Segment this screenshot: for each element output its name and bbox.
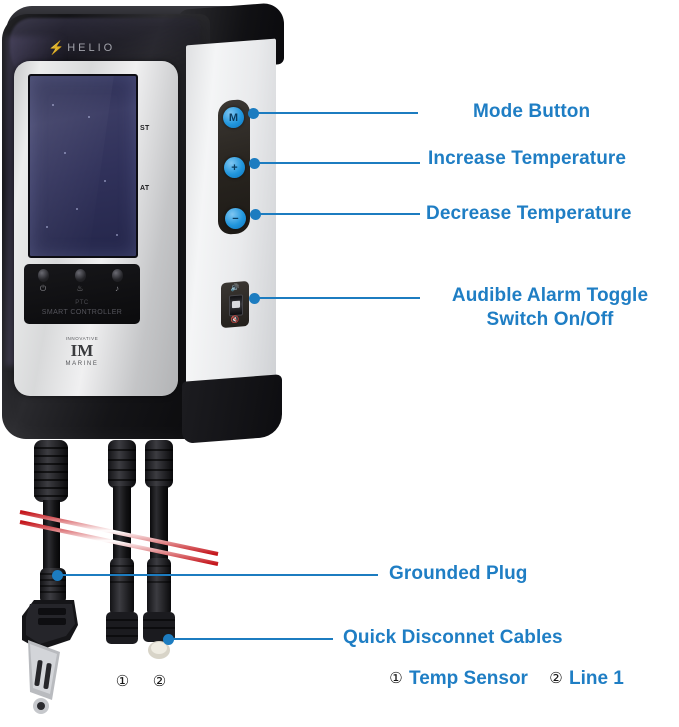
lightning-bolt-icon: ⚡ <box>48 40 65 55</box>
leader-line-increase-temperature <box>259 162 420 164</box>
callout-grounded-plug: Grounded Plug <box>389 563 528 584</box>
leader-dot-decrease-temperature <box>250 209 261 220</box>
alarm-led <box>112 269 123 282</box>
panel-text-line1: PTC <box>75 300 89 306</box>
decrease-temperature-button[interactable]: − <box>225 208 246 229</box>
legend-row: ① Temp Sensor ② Line 1 <box>388 668 624 690</box>
leader-line-decrease-temperature <box>260 213 420 215</box>
manufacturer-logo-main: IM <box>70 341 94 360</box>
leader-line-audible-alarm <box>259 297 420 299</box>
callout-audible-alarm-line2: Switch On/Off <box>486 309 614 330</box>
callout-audible-alarm-line1: Audible Alarm Toggle <box>451 285 649 306</box>
alarm-icon: ♪ <box>115 284 119 293</box>
brand-logo: ⚡ HELIO <box>48 41 115 54</box>
callout-increase-temperature: Increase Temperature <box>428 148 627 169</box>
toggle-lever[interactable] <box>232 300 240 309</box>
power-cord <box>22 440 78 714</box>
alarm-toggle-switch[interactable] <box>229 294 243 317</box>
leader-line-grounded-plug <box>62 574 378 576</box>
indicator-strip: ⏻ ♨ ♪ PTC SMART CONTROLLER <box>24 264 140 324</box>
lcd-display <box>28 74 138 258</box>
brand-name: HELIO <box>67 41 116 54</box>
leader-dot-grounded-plug <box>52 570 63 581</box>
callout-mode-button: Mode Button <box>473 101 591 122</box>
manufacturer-logo-top: INNOVATIVE <box>65 336 99 341</box>
alarm-toggle-pad: 🔊 🔇 <box>221 280 249 329</box>
cable-marker-2: ② <box>152 673 167 690</box>
increase-temperature-button[interactable]: + <box>224 157 245 178</box>
quick-disconnect-cable-1 <box>106 440 138 644</box>
ptc-controller-device: ⚡ HELIO ST AT ⏻ ♨ ♪ PTC SMART CONTRO <box>0 1 300 446</box>
speaker-off-icon: 🔇 <box>230 316 240 325</box>
legend-marker-1: ① <box>389 670 403 687</box>
manufacturer-logo: INNOVATIVE IM MARINE <box>46 336 118 368</box>
mode-button[interactable]: M <box>223 107 244 128</box>
legend-label-temp-sensor: Temp Sensor <box>409 668 528 689</box>
leader-line-quick-disconnect <box>173 638 333 640</box>
device-side-bottom-cap <box>182 374 282 444</box>
lcd-sheen <box>30 76 115 256</box>
leader-line-mode-button <box>258 112 418 114</box>
legend-marker-2: ② <box>549 670 563 687</box>
red-marker-lines <box>19 510 219 566</box>
manufacturer-logo-bottom: MARINE <box>65 361 99 367</box>
quick-disconnect-cable-2 <box>143 440 175 659</box>
heat-icon: ♨ <box>76 284 84 293</box>
callout-quick-disconnect: Quick Disconnet Cables <box>343 627 563 648</box>
setpoint-mark: ST <box>140 125 150 132</box>
actual-temp-mark: AT <box>140 185 150 192</box>
power-icon: ⏻ <box>39 284 47 293</box>
leader-dot-audible-alarm <box>249 293 260 304</box>
leader-dot-mode-button <box>248 108 259 119</box>
panel-text-line2: SMART CONTROLLER <box>41 309 123 316</box>
callout-decrease-temperature: Decrease Temperature <box>426 203 632 224</box>
power-led <box>38 269 49 282</box>
speaker-on-icon: 🔊 <box>230 284 240 293</box>
cable-marker-1: ① <box>115 673 130 690</box>
leader-dot-increase-temperature <box>249 158 260 169</box>
heat-led <box>75 269 86 282</box>
leader-dot-quick-disconnect <box>163 634 174 645</box>
callout-audible-alarm: Audible Alarm Toggle Switch On/Off <box>424 284 676 332</box>
legend-label-line-1: Line 1 <box>568 668 624 689</box>
